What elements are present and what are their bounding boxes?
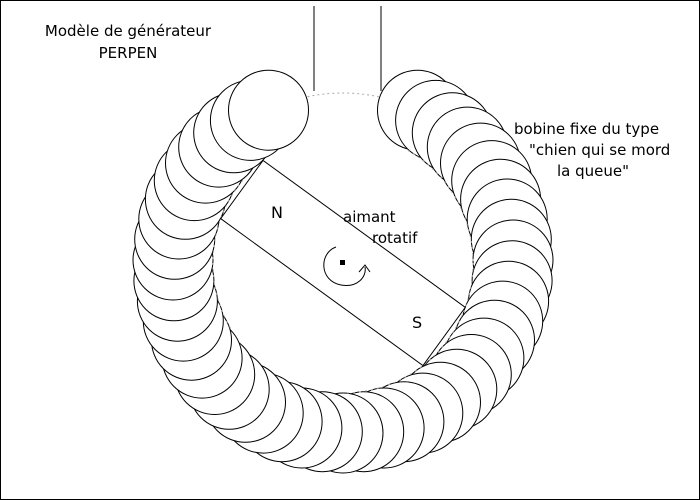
magnet-label-line-1: aimant [343,208,396,226]
diagram-title: Modèle de générateur PERPEN [13,20,243,64]
rotation-axis [340,260,345,265]
rotation-guide-arc [342,262,474,394]
title-line-2: PERPEN [98,44,158,62]
coil-label-line-1: bobine fixe du type [514,120,659,138]
magnet-label-line-2: rotatif [372,229,418,247]
coil-turn [228,69,309,151]
rotation-guides [212,149,474,394]
coil-label-line-2: "chien qui se mord [529,141,670,159]
coil-turns [132,69,554,474]
rotation-arrow-head-icon [358,264,371,273]
title-line-1: Modèle de générateur [44,22,212,40]
coil-label-line-3: la queue" [557,162,629,180]
rotation-guide-arc [212,179,244,329]
rotation-arrow [323,246,366,286]
pole-north-label: N [271,203,283,222]
pole-south-label: S [412,313,422,332]
